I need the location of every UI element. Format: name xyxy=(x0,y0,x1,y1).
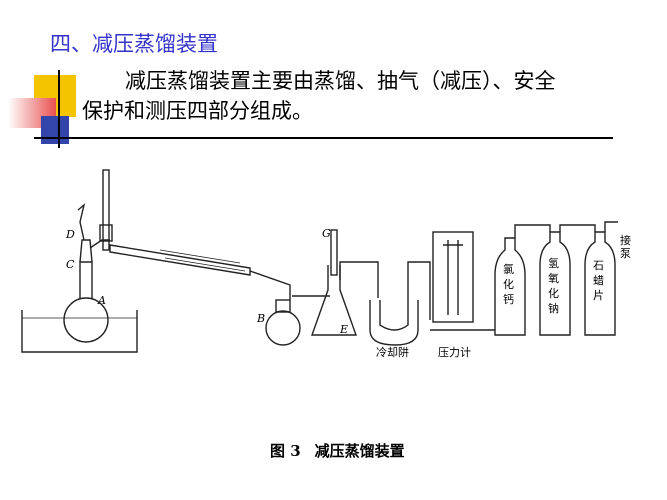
bottle-1 xyxy=(494,237,526,336)
flask-e xyxy=(311,265,357,336)
label-b: B xyxy=(257,312,266,325)
flask-b xyxy=(265,310,301,346)
body-line-1: 减压蒸馏装置主要由蒸馏、抽气（减压）、安全 xyxy=(125,69,556,93)
body-line-2: 保护和测压四部分组成。 xyxy=(82,99,313,123)
bottle-3 xyxy=(584,231,616,336)
bottle-2 xyxy=(539,231,571,336)
deco-blue-square xyxy=(41,116,69,144)
flask-a-neck xyxy=(79,261,93,298)
flask-a xyxy=(63,297,109,343)
label-bottle-1: 氯化钙 xyxy=(503,263,514,306)
capillary-d xyxy=(77,203,86,241)
deco-vertical-line xyxy=(58,70,60,148)
label-a: A xyxy=(98,294,106,307)
cold-trap xyxy=(369,300,419,346)
stopcock-g xyxy=(330,229,338,276)
manometer-frame xyxy=(432,231,474,323)
label-d: D xyxy=(66,228,75,241)
label-e: E xyxy=(340,323,349,336)
label-pump: 接泵 xyxy=(620,234,631,260)
label-c: C xyxy=(66,258,75,271)
label-manometer: 压力计 xyxy=(438,346,471,359)
slide-title: 四、减压蒸馏装置 xyxy=(50,32,218,56)
caption-figure-number: 图 3 xyxy=(270,442,301,460)
label-g: G xyxy=(322,227,331,240)
thermometer xyxy=(102,169,110,251)
label-bottle-2: 氢氧化钠 xyxy=(548,257,559,315)
figure-caption: 图 3 减压蒸馏装置 xyxy=(270,440,419,461)
label-cold-trap: 冷却阱 xyxy=(376,346,409,359)
water-bath xyxy=(21,310,138,353)
label-bottle-3: 石蜡片 xyxy=(593,259,604,302)
caption-title: 减压蒸馏装置 xyxy=(314,442,405,460)
condenser xyxy=(109,244,251,276)
adapter xyxy=(249,270,291,300)
title-rule xyxy=(34,137,613,139)
body-paragraph: 减压蒸馏装置主要由蒸馏、抽气（减压）、安全 保护和测压四部分组成。 xyxy=(82,66,622,126)
